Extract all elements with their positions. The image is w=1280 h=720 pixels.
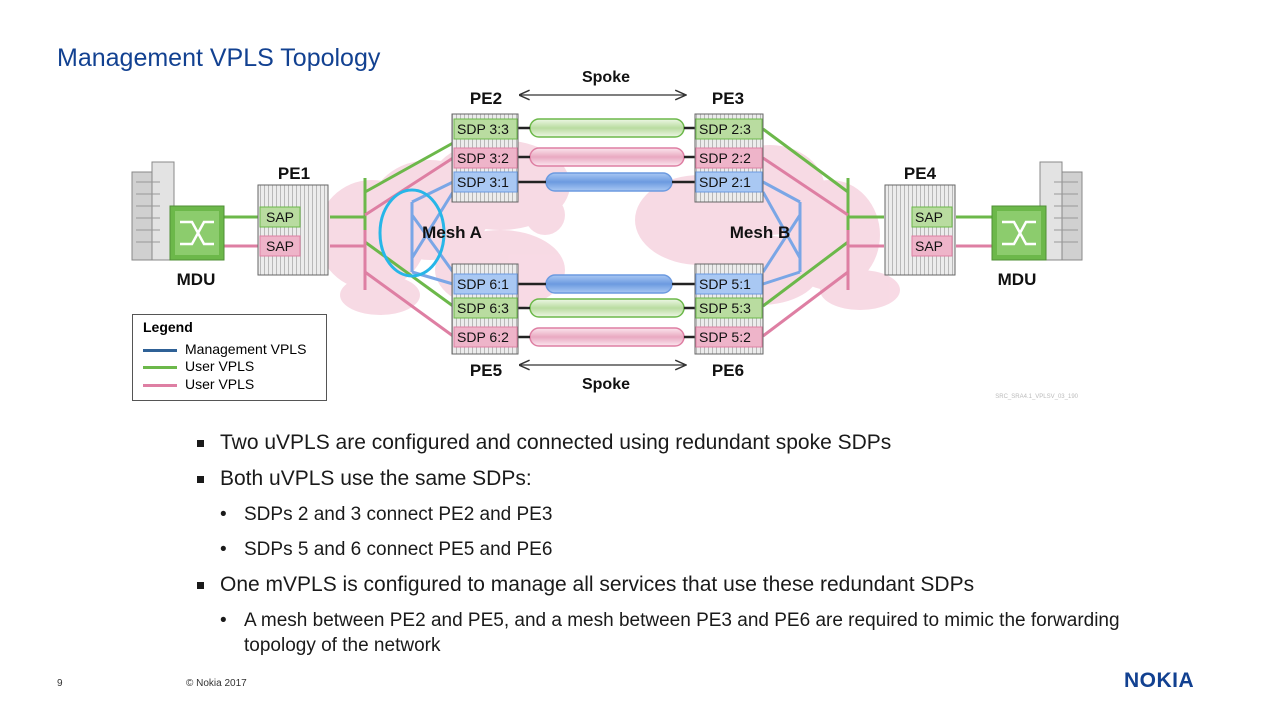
copyright: © Nokia 2017: [186, 678, 247, 689]
pe5-sdp-label: SDP 6:3: [457, 300, 509, 316]
pe5-sdp-label: SDP 6:1: [457, 276, 509, 292]
spoke-label-top: Spoke: [582, 69, 630, 86]
pe2-sdp-label: SDP 3:3: [457, 121, 509, 137]
pe4-label: PE4: [904, 164, 937, 183]
legend: Legend Management VPLS User VPLS User VP…: [132, 314, 327, 401]
pe4-sap-green: SAP: [915, 209, 943, 225]
user-vpls-pink-links: [224, 156, 992, 338]
mesh-b-label: Mesh B: [730, 223, 790, 242]
legend-item: User VPLS: [143, 358, 254, 374]
page-number: 9: [57, 678, 63, 689]
spoke-label-bottom: Spoke: [582, 376, 630, 393]
mesh-highlight-circle: [378, 188, 446, 278]
slide-title: Management VPLS Topology: [57, 44, 381, 72]
pe3-label: PE3: [712, 89, 744, 108]
pe3-sdp-label: SDP 2:3: [699, 121, 751, 137]
pe1-sap-pink: SAP: [266, 238, 294, 254]
pe5-sdp-label: SDP 6:2: [457, 329, 509, 345]
sub-bullet-item: A mesh between PE2 and PE5, and a mesh b…: [196, 608, 1196, 658]
pe4-sap-pink: SAP: [915, 238, 943, 254]
pe3-router: [694, 113, 764, 203]
legend-title: Legend: [143, 319, 193, 335]
bullet-item: Two uVPLS are configured and connected u…: [196, 430, 1196, 456]
mdu-left-label: MDU: [177, 270, 216, 289]
pe2-sdp-label: SDP 3:2: [457, 150, 509, 166]
mdu-right-label: MDU: [998, 270, 1037, 289]
sub-bullet-item: SDPs 5 and 6 connect PE5 and PE6: [196, 537, 1196, 562]
spoke-pipes: [529, 118, 685, 347]
pe6-sdp-label: SDP 5:3: [699, 300, 751, 316]
pe1-router: [257, 184, 329, 276]
mdu-building-left-icon: [131, 161, 225, 261]
legend-item: Management VPLS: [143, 341, 306, 357]
bullet-list: Two uVPLS are configured and connected u…: [196, 430, 1196, 668]
mdu-building-right-icon: [991, 161, 1083, 261]
legend-label: User VPLS: [185, 376, 255, 392]
pe2-router: [451, 113, 519, 203]
pe1-label: PE1: [278, 164, 310, 183]
legend-label: User VPLS: [185, 358, 255, 374]
pe6-sdp-label: SDP 5:1: [699, 276, 751, 292]
pe5-label: PE5: [470, 361, 502, 380]
management-vpls-mesh-links: [410, 180, 802, 286]
pe6-label: PE6: [712, 361, 744, 380]
legend-label: Management VPLS: [185, 341, 307, 357]
figure-code: SRC_SRA4.1_VPLSV_03_190: [995, 394, 1078, 400]
legend-item: User VPLS: [143, 376, 254, 392]
nokia-logo: NOKIA: [1124, 669, 1195, 692]
pe2-sdp-label: SDP 3:1: [457, 174, 509, 190]
sub-bullet-item: SDPs 2 and 3 connect PE2 and PE3: [196, 502, 1196, 527]
pe6-sdp-label: SDP 5:2: [699, 329, 751, 345]
pe3-sdp-label: SDP 2:1: [699, 174, 751, 190]
pe6-router: [694, 263, 764, 355]
sdp-connectors: [518, 126, 696, 339]
pe4-router: [884, 184, 956, 276]
pe3-sdp-label: SDP 2:2: [699, 150, 751, 166]
mesh-a-label: Mesh A: [422, 223, 482, 242]
pe1-sap-green: SAP: [266, 209, 294, 225]
bullet-item: One mVPLS is configured to manage all se…: [196, 572, 1196, 598]
pe2-label: PE2: [470, 89, 502, 108]
bullet-item: Both uVPLS use the same SDPs:: [196, 466, 1196, 492]
topology-diagram: Spoke Spoke PE2 PE3 PE1 PE4 PE5 PE6 MDU …: [131, 69, 1083, 400]
pe5-router: [451, 263, 519, 355]
